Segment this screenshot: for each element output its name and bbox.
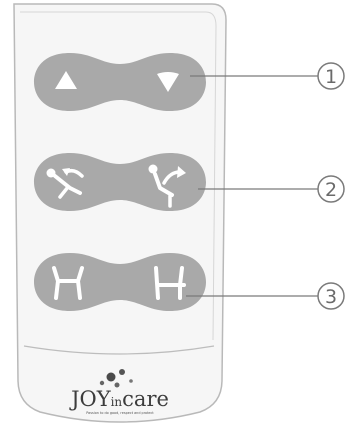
callout-2: 2 xyxy=(317,175,345,203)
button-pad-3 xyxy=(34,253,206,311)
svg-text:2: 2 xyxy=(325,179,337,201)
backrest-raise-icon[interactable] xyxy=(148,164,187,208)
backrest-recline-icon[interactable] xyxy=(46,168,84,199)
callout-3: 3 xyxy=(317,282,345,310)
logo-area-divider xyxy=(23,345,215,355)
logo-dot xyxy=(129,379,133,383)
legrest-raise-icon[interactable] xyxy=(154,266,186,300)
logo-dot xyxy=(114,382,120,388)
button-pad-1 xyxy=(34,53,206,111)
raise-button-up-arrow-icon[interactable] xyxy=(55,71,77,89)
svg-text:3: 3 xyxy=(325,286,337,308)
button-pad-2 xyxy=(34,153,206,211)
brand-tagline: Passion to do good, respect and protect xyxy=(86,411,154,415)
brand-logo: JOYincare Passion to do good, respect an… xyxy=(69,369,169,415)
lower-button-down-arrow-icon[interactable] xyxy=(157,72,179,92)
remote-inner-edge xyxy=(20,11,217,341)
brand-name: JOYincare xyxy=(69,387,169,411)
svg-text:1: 1 xyxy=(325,66,337,88)
logo-dot xyxy=(119,369,125,375)
logo-dot xyxy=(106,372,116,382)
callout-1: 1 xyxy=(317,62,345,90)
legrest-lower-icon[interactable] xyxy=(52,266,84,300)
logo-dot xyxy=(99,380,105,386)
